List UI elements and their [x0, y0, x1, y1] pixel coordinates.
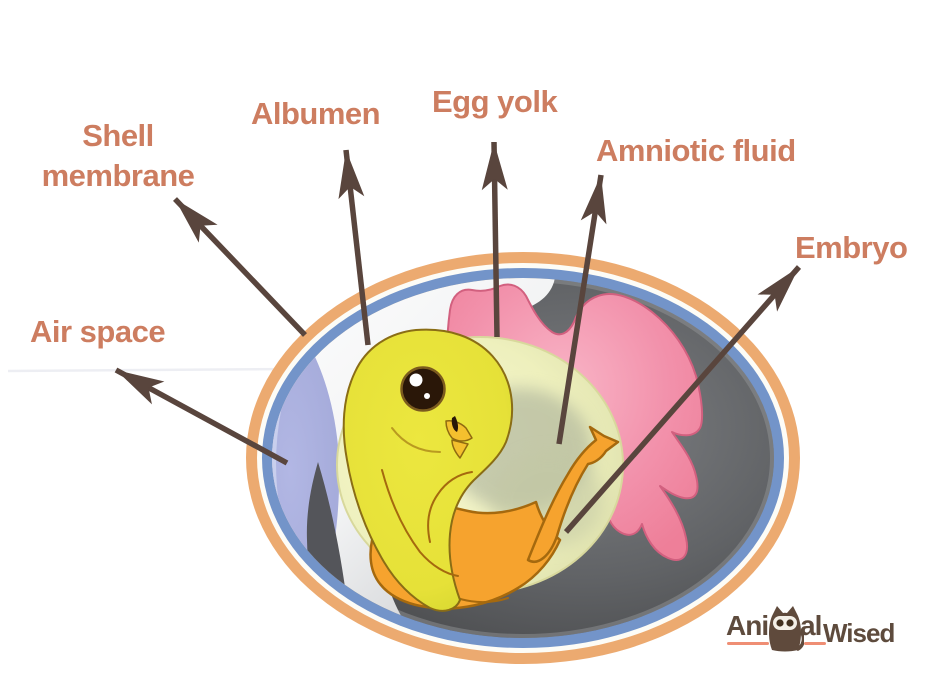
chick-eye	[400, 366, 446, 412]
chick-wing-outer	[381, 469, 459, 577]
callout-arrows	[114, 141, 802, 534]
faint-artifact-line	[7, 367, 299, 373]
owl-icon	[769, 606, 804, 652]
logo-underline-left	[727, 642, 769, 645]
logo-text-al: al	[800, 610, 822, 641]
chick-embryo	[342, 328, 620, 612]
arrow-amniotic-fluid	[556, 174, 607, 445]
label-air-space: Air space	[30, 314, 166, 349]
label-albumen: Albumen	[251, 96, 381, 131]
chick-nostril	[451, 416, 459, 432]
label-embryo: Embryo	[795, 230, 908, 265]
label-shell-membrane: Shell membrane	[41, 118, 195, 193]
arrow-embryo	[563, 265, 802, 534]
logo-text-ani: Ani	[726, 610, 769, 641]
arrow-shell-membrane	[173, 197, 307, 337]
chick-eye-glint-small	[424, 393, 430, 399]
logo-underline-right	[804, 642, 826, 645]
chick-eye-glint	[409, 373, 423, 387]
label-egg-yolk: Egg yolk	[432, 84, 558, 119]
label-amniotic-fluid: Amniotic fluid	[596, 133, 796, 168]
animalwised-logo: Ani al Wised	[726, 606, 916, 668]
arrow-air-space	[114, 367, 289, 466]
chick-head	[342, 328, 514, 612]
arrow-albumen	[338, 149, 371, 346]
chick-cheek-line	[391, 427, 441, 453]
chick-beak-lower	[451, 439, 469, 459]
chick-leg	[526, 425, 620, 563]
arrow-egg-yolk	[481, 141, 508, 338]
chick-wing-inner	[427, 471, 473, 543]
logo-text-wised: Wised	[823, 618, 895, 648]
